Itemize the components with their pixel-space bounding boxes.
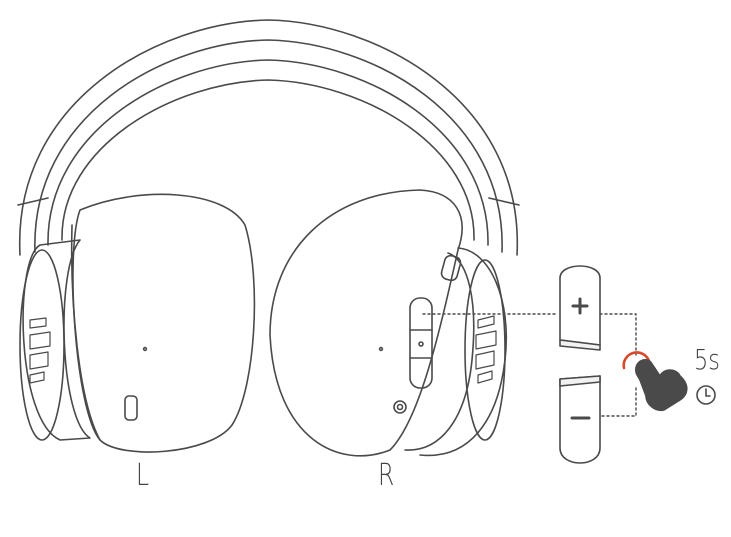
right-cup-label: R xyxy=(378,458,395,493)
clock-icon xyxy=(696,385,716,405)
jbl-logo-left xyxy=(29,317,51,384)
hold-duration-label: 5s xyxy=(694,343,720,376)
headband xyxy=(17,19,520,256)
left-cup-label: L xyxy=(136,458,150,493)
volume-down-button-callout xyxy=(559,375,601,464)
volume-up-button-callout xyxy=(559,265,601,351)
finger-press-icon xyxy=(622,351,688,412)
right-earcup xyxy=(269,189,508,457)
left-earcup xyxy=(19,193,256,453)
jbl-logo-right xyxy=(475,315,497,384)
leader-lines xyxy=(422,313,637,417)
